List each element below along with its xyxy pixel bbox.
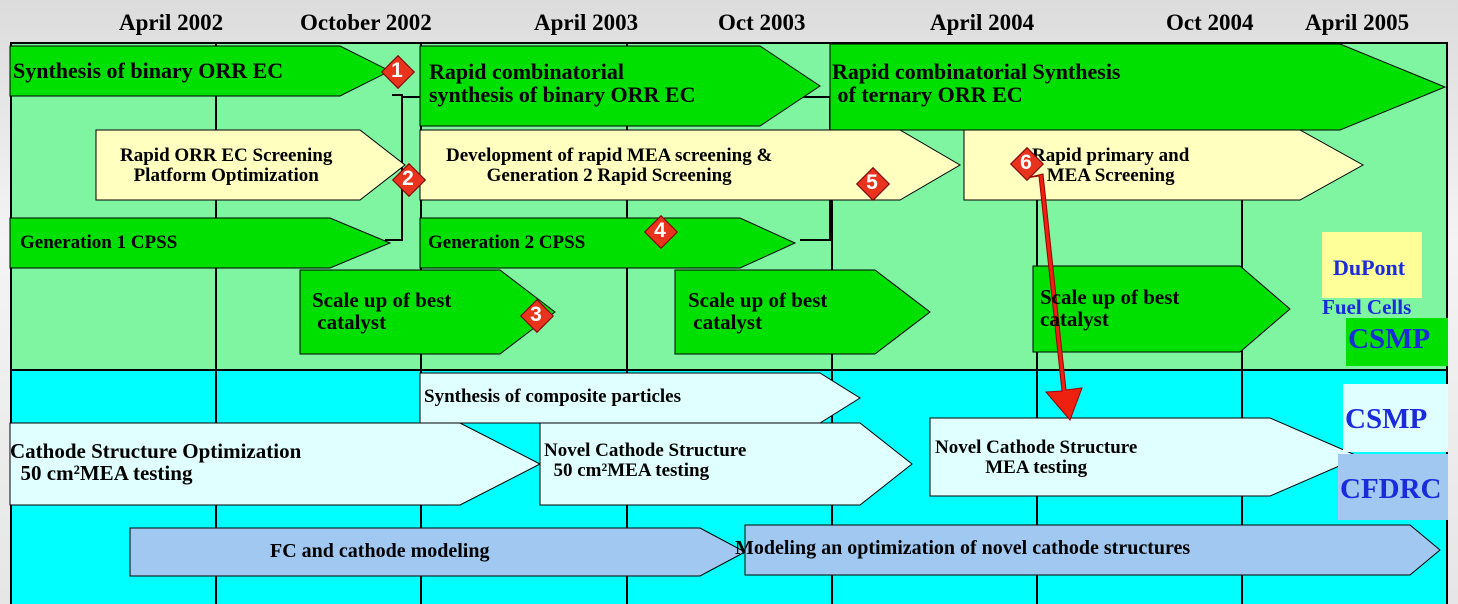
grid-band-divider	[10, 369, 1448, 371]
task-synthesis-binary: Synthesis of binary ORR EC	[13, 58, 284, 83]
task-rapid-orr-screening-shape	[95, 129, 406, 201]
task-scaleup-2: Scale up of best catalyst	[688, 288, 828, 335]
fuel-cells-label: Fuel Cells	[1322, 295, 1412, 319]
task-cathode-opt: Cathode Structure Optimization 50 cm²MEA…	[10, 439, 302, 486]
date-april-2005: April 2005	[1305, 10, 1410, 35]
cfdrc-box	[1338, 454, 1448, 520]
milestone-1: 1	[381, 55, 415, 89]
task-rapid-mea-screening-shape	[419, 129, 961, 201]
task-gen1-cpss: Generation 1 CPSS	[20, 232, 178, 253]
csmp-label-1: CSMP	[1348, 323, 1431, 355]
task-composite-shape	[419, 372, 861, 424]
csmp-box-2	[1343, 384, 1448, 452]
milestone-3: 3	[520, 299, 554, 333]
task-rapid-comb-ternary-shape	[829, 43, 1447, 131]
task-fc-modeling-shape	[129, 527, 747, 577]
task-gen2-cpss-shape	[419, 217, 797, 269]
task-novel-cathode-1: Novel Cathode Structure 50 cm²MEA testin…	[544, 440, 747, 481]
task-composite: Synthesis of composite particles	[424, 386, 682, 407]
task-rapid-primary: Rapid primary and MEA Screening	[1032, 145, 1190, 186]
task-scaleup-1: Scale up of best catalyst	[312, 288, 452, 335]
task-synthesis-binary-shape	[9, 45, 392, 97]
task-rapid-primary-shape	[963, 129, 1365, 201]
date-october-2002: October 2002	[300, 10, 432, 35]
task-rapid-comb-ternary: Rapid combinatorial Synthesis of ternary…	[832, 59, 1121, 108]
task-rapid-comb-binary-shape	[419, 45, 821, 127]
task-scaleup-3-shape	[1032, 265, 1291, 353]
task-rapid-mea-screening: Development of rapid MEA screening & Gen…	[446, 145, 773, 186]
cfdrc-label: CFDRC	[1340, 473, 1442, 505]
date-april-2003: April 2003	[534, 10, 639, 35]
grid-v0	[10, 42, 12, 604]
milestone-4: 4	[644, 215, 678, 249]
task-scaleup-3: Scale up of best catalyst	[1040, 285, 1180, 332]
csmp-label-2: CSMP	[1345, 403, 1428, 435]
dupont-label-box	[1322, 232, 1422, 298]
task-novel-cathode-2: Novel Cathode Structure MEA testing	[935, 437, 1138, 478]
task-gen1-cpss-shape	[9, 217, 392, 269]
milestone-6: 6	[1010, 147, 1044, 181]
grid-v1	[215, 42, 217, 604]
date-april-2002: April 2002	[119, 10, 224, 35]
milestone-5: 5	[856, 167, 890, 201]
task-novel-cathode-1-shape	[539, 422, 913, 506]
date-april-2004: April 2004	[930, 10, 1035, 35]
grid-v3	[626, 42, 628, 604]
date-oct-2003: Oct 2003	[718, 10, 806, 35]
task-scaleup-2-shape	[674, 269, 931, 355]
date-oct-2004: Oct 2004	[1166, 10, 1254, 35]
task-fc-modeling: FC and cathode modeling	[270, 540, 490, 562]
task-novel-cathode-2-shape	[929, 417, 1362, 497]
task-scaleup-1-shape	[299, 269, 556, 355]
task-cathode-opt-shape	[9, 422, 542, 506]
milestone-2: 2	[392, 163, 426, 197]
csmp-box-1	[1346, 318, 1448, 366]
task-rapid-orr-screening: Rapid ORR EC Screening Platform Optimiza…	[120, 145, 333, 186]
grid-top	[10, 42, 1448, 44]
red-arrow-shape	[1025, 173, 1083, 421]
dupont-label: DuPont	[1333, 255, 1406, 280]
task-rapid-comb-binary: Rapid combinatorial synthesis of binary …	[429, 59, 696, 108]
task-gen2-cpss: Generation 2 CPSS	[428, 232, 586, 253]
task-modeling-novel-shape	[744, 524, 1441, 576]
task-modeling-novel: Modeling an optimization of novel cathod…	[735, 537, 1191, 559]
